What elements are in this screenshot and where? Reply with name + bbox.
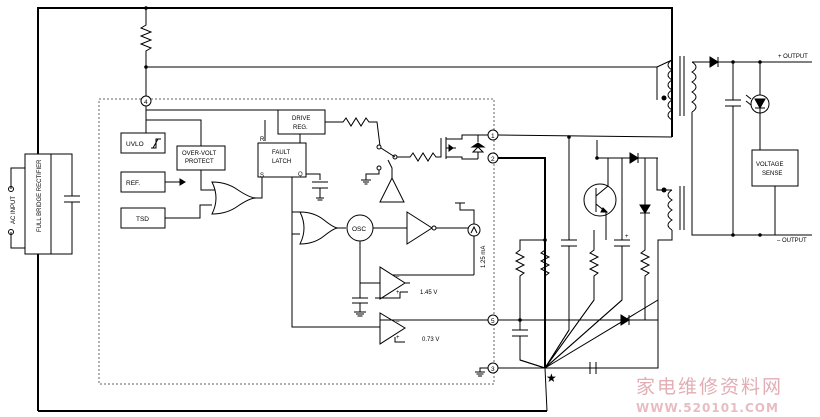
fault-latch-label-2: LATCH (272, 159, 291, 165)
drive-reg-label-1: DRIVE (292, 116, 310, 122)
osc-label: OSC (352, 226, 366, 233)
v145-label: 1.45 V (420, 290, 437, 296)
comp1-minus: – (396, 274, 400, 280)
plus-output-label: + OUTPUT (778, 54, 808, 60)
star-ground-marker: ★ (546, 371, 557, 385)
watermark-url: WWW.520101.COM (636, 401, 779, 415)
current-source-label: 1.25 mA (481, 246, 487, 268)
comp1-plus: + (396, 290, 400, 296)
minus-output-label: – OUTPUT (777, 238, 807, 244)
opto-cap-plus: + (625, 234, 629, 240)
voltage-sense-label-1: VOLTAGE (756, 162, 783, 168)
tsd-label: TSD (136, 216, 149, 223)
over-volt-label-1: OVER-VOLT (182, 151, 217, 157)
comp2-minus: – (396, 319, 400, 325)
ref-label: REF. (126, 180, 140, 187)
pin-5: 5 (491, 318, 495, 325)
pin-2: 2 (491, 156, 495, 163)
drive-reg-label-2: REG. (293, 125, 308, 131)
rectifier-label: FULL BRIDGE RECTIFIER (37, 159, 43, 232)
pin-3: 3 (491, 366, 495, 373)
watermark-cn: 家电维修资料网 (636, 376, 783, 398)
voltage-sense-label-2: SENSE (762, 171, 782, 177)
fault-latch-label-1: FAULT (272, 150, 291, 156)
uvlo-label: UVLO (126, 141, 144, 148)
pin-4: 4 (144, 99, 148, 106)
latch-q-label: Q (298, 172, 303, 178)
ac-input-label: AC INPUT (11, 196, 17, 224)
v073-label: 0.73 V (422, 337, 439, 343)
latch-s-label: S (260, 173, 264, 179)
comp2-plus: + (396, 335, 400, 341)
pin-1: 1 (491, 133, 495, 140)
over-volt-label-2: PROTECT (185, 159, 214, 165)
latch-r-label: R (260, 137, 265, 143)
